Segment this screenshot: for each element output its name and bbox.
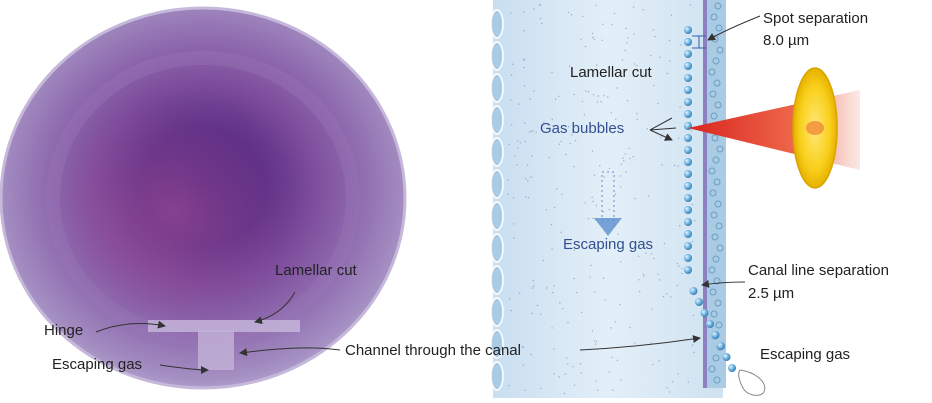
gas-bubble	[684, 26, 692, 34]
gas-bubble	[728, 364, 736, 372]
gas-bubble	[684, 158, 692, 166]
gas-bubble	[684, 134, 692, 142]
gas-bubble	[684, 218, 692, 226]
label-spot-separation: Spot separation	[763, 10, 868, 28]
gas-bubble	[684, 110, 692, 118]
label-spot-separation-value: 8.0 µm	[763, 32, 809, 50]
gas-bubble	[684, 170, 692, 178]
gas-bubble	[684, 86, 692, 94]
gas-bubble	[712, 331, 720, 339]
gas-bubble	[684, 206, 692, 214]
gas-bubble	[684, 62, 692, 70]
canal-schematic	[491, 0, 860, 398]
label-canal-line-separation-value: 2.5 µm	[748, 285, 794, 303]
gas-bubble	[701, 309, 709, 317]
escaping-gas-plume	[739, 370, 765, 395]
gas-bubble	[684, 50, 692, 58]
label-lamellar-cut-right: Lamellar cut	[570, 64, 652, 82]
gas-bubble	[690, 287, 698, 295]
label-lamellar-cut-left: Lamellar cut	[275, 262, 357, 280]
gas-bubble	[684, 122, 692, 130]
gas-bubble	[717, 342, 725, 350]
gas-bubble	[684, 146, 692, 154]
gas-bubble	[684, 194, 692, 202]
gas-bubble	[684, 254, 692, 262]
label-gas-bubbles: Gas bubbles	[540, 120, 624, 138]
label-escaping-gas-mid: Escaping gas	[563, 236, 653, 254]
gas-bubble	[684, 182, 692, 190]
label-hinge: Hinge	[44, 322, 83, 340]
label-canal-line-separation: Canal line separation	[748, 262, 889, 280]
gas-bubble	[695, 298, 703, 306]
gas-bubble	[684, 266, 692, 274]
gas-bubble	[684, 38, 692, 46]
gas-bubble	[684, 230, 692, 238]
gas-bubble	[723, 353, 731, 361]
gas-bubble	[684, 74, 692, 82]
gas-bubble	[684, 242, 692, 250]
gas-bubble	[684, 98, 692, 106]
label-escaping-gas-left: Escaping gas	[52, 356, 142, 374]
gas-bubble	[706, 320, 714, 328]
label-escaping-gas-right: Escaping gas	[760, 346, 850, 364]
label-channel: Channel through the canal	[345, 342, 521, 360]
channel-region	[198, 330, 234, 370]
